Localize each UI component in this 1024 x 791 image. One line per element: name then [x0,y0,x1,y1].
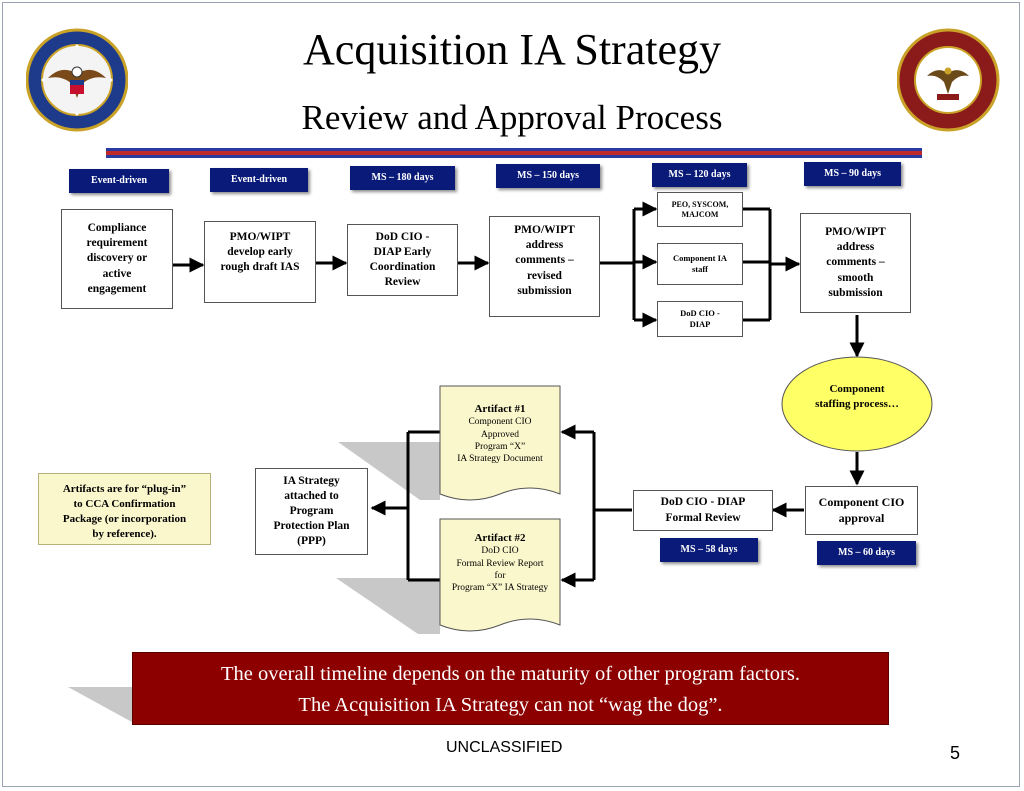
classification-label: UNCLASSIFIED [446,739,563,756]
artifacts-note: Artifacts are for “plug-in” to CCA Confi… [38,473,211,545]
slide-title: Acquisition IA Strategy [303,25,721,74]
slide-subtitle: Review and Approval Process [301,98,723,137]
artifact1-document [439,385,561,501]
artifact2-heading: Artifact #2 [474,532,526,544]
tag-ms-150: MS – 150 days [496,164,600,188]
title-stripe-blue-2 [106,155,922,158]
box-dod-cio-diap-staff: DoD CIO -DIAP [657,301,743,337]
dod-seal-icon [26,28,128,132]
tag-ms-180: MS – 180 days [350,166,455,190]
component-staffing-oval [781,356,933,452]
artifact2-document [439,518,561,632]
banner-line-2: The Acquisition IA Strategy can not “wag… [298,694,723,716]
artifact2-text: Artifact #2 DoD CIO Formal Review Report… [451,532,549,594]
page-number: 5 [950,743,961,763]
timeline-banner: The overall timeline depends on the matu… [132,652,889,725]
dod-cio-seal-icon [897,28,1000,132]
artifact1-shadow [338,442,440,500]
tag-ms-60: MS – 60 days [817,541,916,565]
artifact2-shadow [336,578,440,634]
tag-ms-90: MS – 90 days [804,162,901,186]
banner-line-1: The overall timeline depends on the matu… [221,663,800,685]
tag-event-driven-1: Event-driven [69,169,169,193]
tag-ms-58: MS – 58 days [660,538,758,562]
artifact1-heading: Artifact #1 [474,403,526,415]
box-peo-syscom-majcom: PEO, SYSCOM,MAJCOM [657,192,743,227]
banner-shadow [68,687,132,722]
tag-event-driven-2: Event-driven [210,168,308,192]
tag-ms-120: MS – 120 days [652,163,747,187]
title-stripe-red [106,151,922,155]
artifact1-text: Artifact #1 Component CIO Approved Progr… [457,403,543,465]
title-stripe-blue [106,148,922,151]
